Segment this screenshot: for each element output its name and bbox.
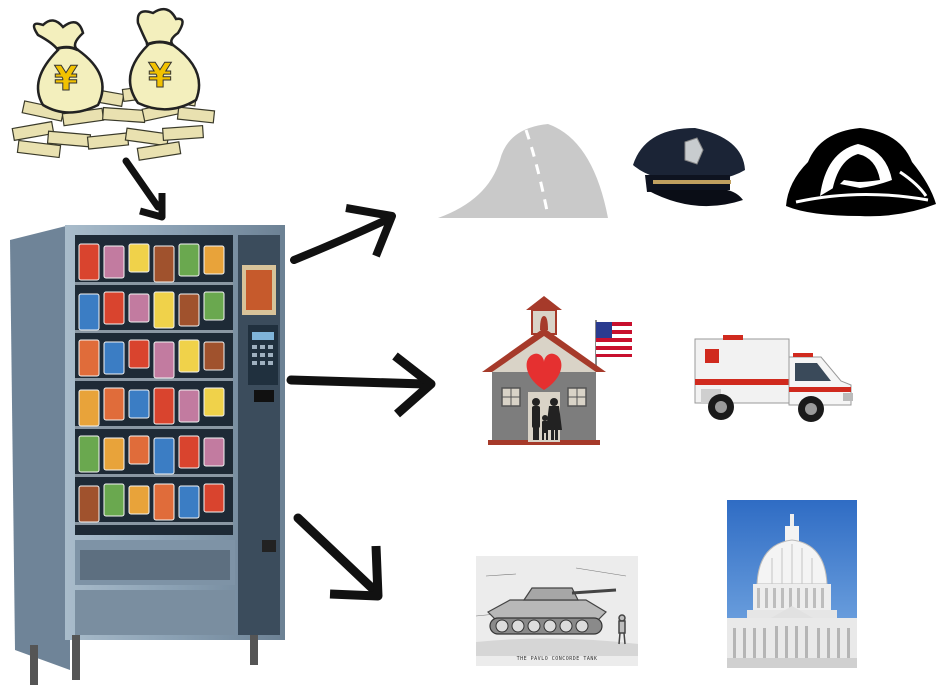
tank-caption: THE PAVLO CONCORDE TANK	[476, 656, 638, 662]
snack-package	[204, 438, 224, 466]
snack-package	[79, 294, 99, 330]
snack-package	[79, 436, 99, 472]
snack-package	[129, 340, 149, 368]
snack-package	[129, 390, 149, 418]
svg-text:¥: ¥	[54, 59, 78, 99]
snack-shelf	[75, 330, 233, 333]
snack-package	[129, 294, 149, 322]
vending-machine	[10, 220, 290, 690]
snack-package	[179, 390, 199, 422]
capitol-building-icon	[727, 500, 857, 668]
svg-text:¥: ¥	[148, 56, 172, 96]
ambulance-icon	[693, 335, 855, 430]
firefighter-helmet-icon	[780, 122, 938, 222]
arrow-right-icon	[285, 350, 440, 420]
snack-package	[179, 294, 199, 326]
snack-package	[79, 390, 99, 426]
snack-package	[104, 484, 124, 516]
snack-package	[179, 486, 199, 518]
tank-icon: THE PAVLO CONCORDE TANK	[476, 556, 638, 666]
arrow-down-icon	[118, 155, 178, 225]
snack-package	[204, 342, 224, 370]
snack-package	[154, 388, 174, 424]
money-bag-icon: ¥	[34, 20, 103, 112]
snack-shelf	[75, 522, 233, 525]
schoolhouse-icon	[478, 292, 643, 447]
snack-shelf	[75, 426, 233, 429]
money-bag-icon: ¥	[130, 9, 199, 109]
snack-package	[204, 246, 224, 274]
snack-package	[179, 340, 199, 372]
us-flag-icon	[596, 320, 632, 372]
police-cap-icon	[625, 120, 750, 220]
snack-package	[179, 436, 199, 468]
snack-package	[154, 292, 174, 328]
snack-package	[204, 484, 224, 512]
snack-package	[79, 244, 99, 280]
snack-package	[154, 246, 174, 282]
snack-package	[104, 388, 124, 420]
road-icon	[438, 120, 613, 220]
snack-package	[179, 244, 199, 276]
arrow-right-icon	[288, 200, 403, 270]
money-pile: ¥ ¥	[8, 5, 223, 165]
snack-package	[154, 342, 174, 378]
snack-package	[129, 486, 149, 514]
snack-package	[129, 436, 149, 464]
snack-package	[104, 246, 124, 278]
snack-package	[79, 486, 99, 522]
snack-package	[154, 438, 174, 474]
snack-shelf	[75, 282, 233, 285]
arrow-down-right-icon	[290, 510, 390, 605]
snack-package	[129, 244, 149, 272]
snack-package	[104, 292, 124, 324]
snack-package	[204, 388, 224, 416]
snack-package	[154, 484, 174, 520]
snack-package	[104, 438, 124, 470]
snack-shelf	[75, 378, 233, 381]
snack-shelf	[75, 474, 233, 477]
snack-package	[204, 292, 224, 320]
snack-package	[79, 340, 99, 376]
snack-package	[104, 342, 124, 374]
